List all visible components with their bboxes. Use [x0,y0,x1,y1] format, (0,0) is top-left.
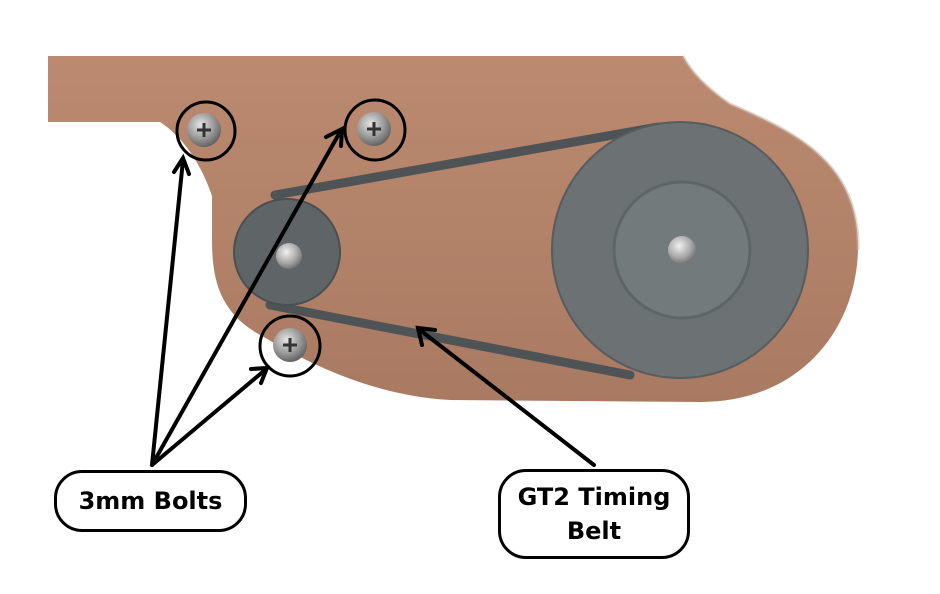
arrowhead-belt [415,325,437,347]
belt-label: GT2 Timing Belt [498,469,690,559]
driven-shaft [668,236,696,264]
bolt-2 [343,98,407,162]
belt-bottom-span [265,300,635,380]
drive-pulley [233,198,341,306]
arrow-to-bolt-1 [150,158,185,467]
plate-shadow-edge [681,55,860,251]
driven-pulley [551,121,809,379]
arrow-to-bolt-3 [150,368,267,467]
arrow-to-bolt-2 [150,130,342,467]
bolt-cross-icon [283,338,297,352]
arrowhead-bolt-1 [172,153,191,176]
belt-label-line2: Belt [566,517,622,545]
bolt-3 [258,314,322,378]
belt-label-line1: GT2 Timing [517,483,671,511]
bolt-1-highlight-ring [175,100,237,162]
bolt-cross-icon [197,123,211,137]
belt-top-span [270,122,663,200]
bolt-callout-arrows [150,125,345,467]
belt-callout-arrow [415,325,596,467]
bolt-cross-icon [367,122,381,136]
arrowhead-bolt-3 [249,365,271,385]
bolt-3-highlight-ring [258,314,322,378]
bolt-1 [175,100,237,162]
drive-shaft [276,243,302,269]
arrowhead-bolt-2 [324,125,345,148]
bolts-label-text: 3mm Bolts [78,487,223,515]
bolt-2-highlight-ring [343,98,407,162]
timing-belt [265,122,663,380]
bolts-label: 3mm Bolts [54,470,247,532]
